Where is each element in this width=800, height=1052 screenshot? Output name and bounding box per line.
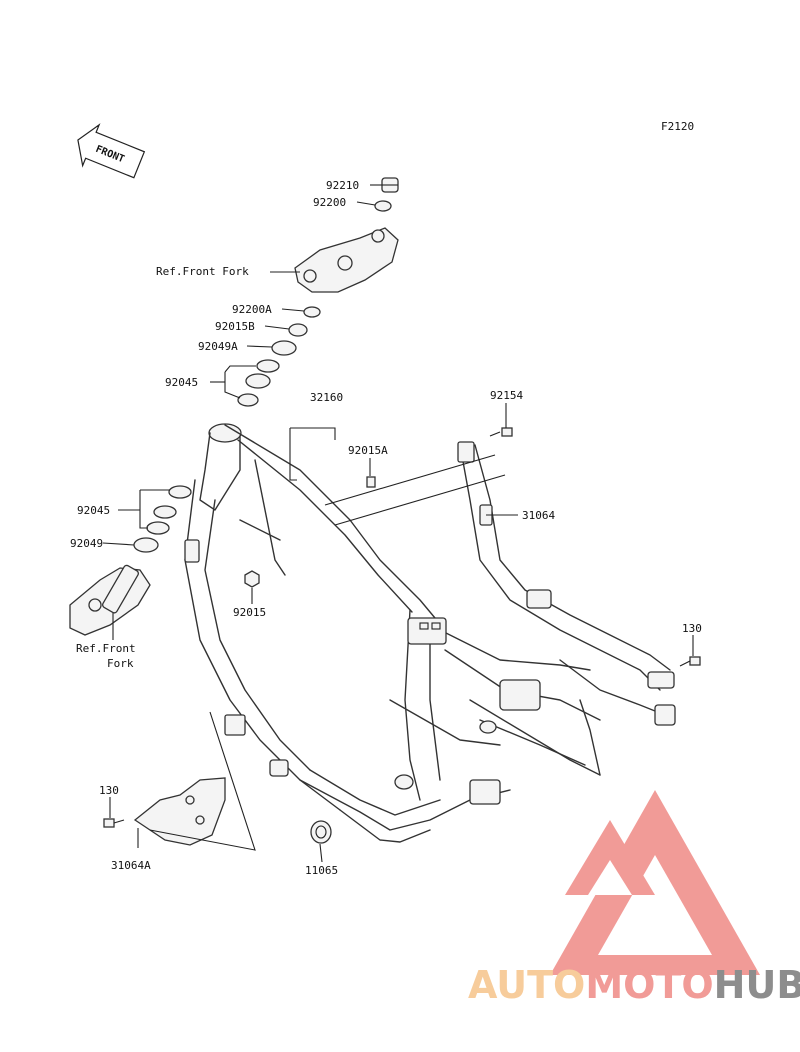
label-92049a[interactable]: 92049A xyxy=(198,340,238,353)
label-92015a[interactable]: 92015A xyxy=(348,444,388,457)
washer-92200a xyxy=(303,306,321,318)
label-92154[interactable]: 92154 xyxy=(490,389,523,402)
label-31064a[interactable]: 31064A xyxy=(111,859,151,872)
seal-92049a xyxy=(271,340,297,356)
logo-text: AUTOMOTOHUB xyxy=(468,963,800,1007)
label-92049[interactable]: 92049 xyxy=(70,537,103,550)
label-92200[interactable]: 92200 xyxy=(313,196,346,209)
label-92015b[interactable]: 92015B xyxy=(215,320,255,333)
grommet-11065 xyxy=(310,820,332,844)
label-ref-front-fork-bottom[interactable]: Ref.Front xyxy=(76,642,136,655)
bearing-race-top xyxy=(256,359,280,373)
bolt-92154 xyxy=(489,427,513,437)
leader-lines xyxy=(102,184,694,863)
label-130-left[interactable]: 130 xyxy=(99,784,119,797)
figure-code: F2120 xyxy=(661,120,694,133)
label-92200a[interactable]: 92200A xyxy=(232,303,272,316)
bearing-bottom xyxy=(153,505,177,519)
label-11065[interactable]: 11065 xyxy=(305,864,338,877)
bearing-race-bottom-2 xyxy=(146,521,170,535)
label-32160[interactable]: 32160 xyxy=(310,391,343,404)
motorcycle-frame xyxy=(184,423,601,843)
label-ref-front-fork-bottom-2[interactable]: Fork xyxy=(107,657,134,670)
label-130-right[interactable]: 130 xyxy=(682,622,702,635)
bearing-race-bottom xyxy=(168,485,192,499)
lower-bracket xyxy=(69,564,151,636)
cap-nut-92210 xyxy=(381,177,399,193)
part-labels: 92210 92200 Ref.Front Fork 92200A 92015B… xyxy=(70,179,702,877)
bracket-31064a xyxy=(133,777,226,846)
front-arrow-icon: FRONT xyxy=(77,123,146,179)
label-92045-bottom[interactable]: 92045 xyxy=(77,504,110,517)
label-92045-top[interactable]: 92045 xyxy=(165,376,198,389)
bolt-92015a xyxy=(366,476,376,488)
upper-bracket xyxy=(294,227,399,293)
washer-92200 xyxy=(374,200,392,212)
label-92210[interactable]: 92210 xyxy=(326,179,359,192)
bolt-130-right xyxy=(679,656,701,667)
cross-bar-phantom xyxy=(324,454,506,526)
bearing-top xyxy=(245,373,271,389)
seal-92049 xyxy=(133,537,159,553)
label-ref-front-fork-top[interactable]: Ref.Front Fork xyxy=(156,265,249,278)
bolt-130-left xyxy=(103,818,125,828)
label-92015[interactable]: 92015 xyxy=(233,606,266,619)
automotohub-logo: AUTOMOTOHUB xyxy=(468,790,800,1007)
rear-frame-31064 xyxy=(457,441,676,776)
label-31064[interactable]: 31064 xyxy=(522,509,555,522)
nut-92015b xyxy=(288,323,308,337)
bearing-race-lower xyxy=(237,393,259,407)
nut-92015 xyxy=(244,570,260,588)
